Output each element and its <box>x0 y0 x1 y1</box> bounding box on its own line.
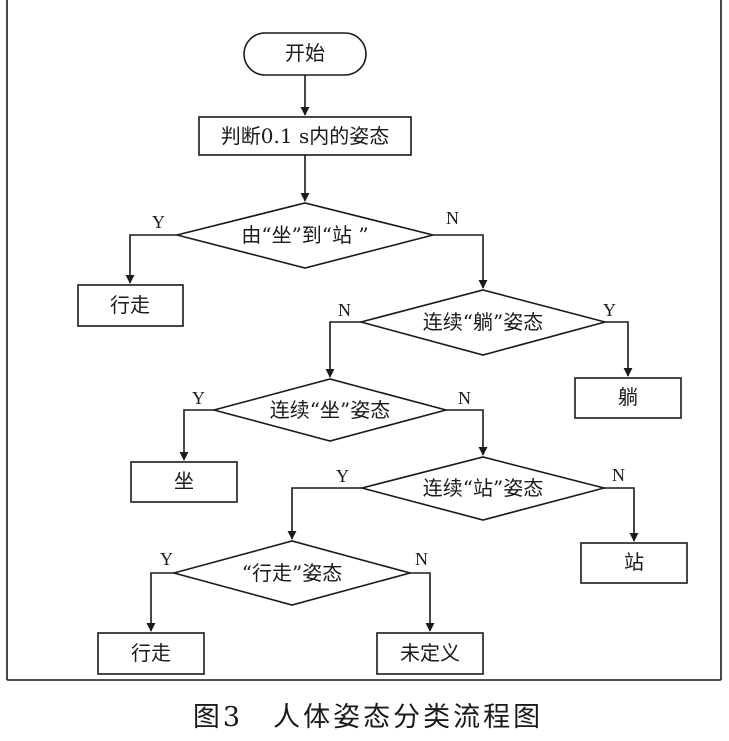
start-label: 开始 <box>285 41 325 65</box>
undefined-box: 未定义 <box>376 632 484 675</box>
arrow-d1-no <box>433 234 488 289</box>
decision-walk-label: “行走”姿态 <box>242 561 342 585</box>
stand-box-label: 站 <box>624 550 644 574</box>
decision-sit: 连续“坐”姿态 <box>210 378 450 442</box>
lie-box-label: 躺 <box>618 385 638 409</box>
arrow-d5-no <box>410 572 435 632</box>
label-d4-yes: Y <box>336 466 349 486</box>
label-d1-no: N <box>446 208 459 228</box>
lie-box: 躺 <box>574 377 682 419</box>
label-d3-yes: Y <box>192 388 205 408</box>
arrow-d1-yes <box>125 234 177 284</box>
arrow-d2-no <box>325 321 361 378</box>
arrow-d3-yes <box>179 409 214 461</box>
arrow-d5-yes <box>146 572 174 632</box>
decision-lie-label: 连续“躺”姿态 <box>423 310 543 334</box>
label-d5-yes: Y <box>160 549 173 569</box>
judge-label: 判断0.1 s内的姿态 <box>221 124 389 148</box>
label-d5-no: N <box>415 549 428 569</box>
decision-sit-to-stand-label: 由“坐”到“站 ” <box>241 223 368 247</box>
arrow-d2-yes <box>605 321 633 377</box>
sit-box: 坐 <box>130 461 238 503</box>
decision-lie: 连续“躺”姿态 <box>357 289 609 356</box>
stand-box: 站 <box>580 542 688 584</box>
judge-node: 判断0.1 s内的姿态 <box>198 116 412 156</box>
walk-box-1: 行走 <box>77 284 184 327</box>
decision-stand-label: 连续“站”姿态 <box>423 476 543 500</box>
walk-box-2: 行走 <box>97 632 205 675</box>
decision-sit-to-stand: 由“坐”到“站 ” <box>176 202 434 269</box>
sit-box-label: 坐 <box>174 469 194 493</box>
start-node: 开始 <box>243 32 367 76</box>
label-d2-no: N <box>338 300 351 320</box>
label-d4-no: N <box>612 465 625 485</box>
arrow-d4-no <box>604 487 639 542</box>
decision-stand: 连续“站”姿态 <box>358 456 608 521</box>
label-d1-yes: Y <box>152 212 165 232</box>
figure-caption: 图3 人体姿态分类流程图 <box>193 702 543 733</box>
decision-sit-label: 连续“坐”姿态 <box>270 398 390 422</box>
arrow-d4-yes <box>287 487 362 540</box>
label-d3-no: N <box>458 388 471 408</box>
walk-box-2-label: 行走 <box>131 641 171 665</box>
walk-box-1-label: 行走 <box>110 293 150 317</box>
undefined-box-label: 未定义 <box>400 641 460 665</box>
decision-walk: “行走”姿态 <box>170 540 414 606</box>
label-d2-yes: Y <box>603 300 616 320</box>
arrow-d3-no <box>446 409 488 456</box>
